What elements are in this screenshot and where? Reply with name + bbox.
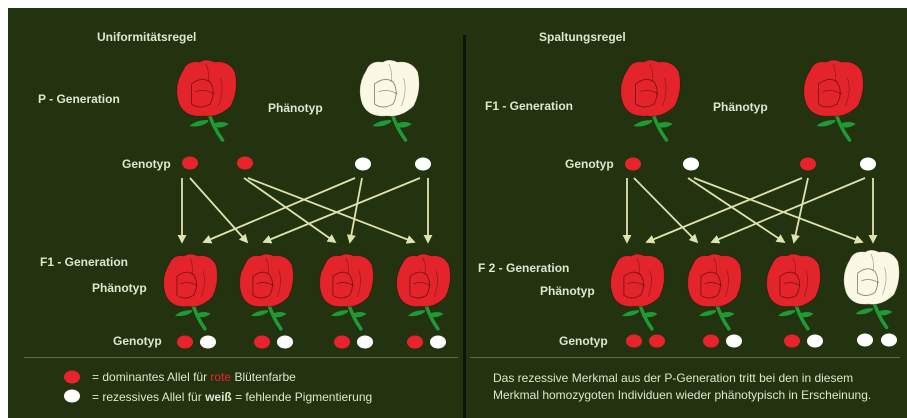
f2-genotype-3-red: [784, 335, 800, 348]
legend-white-word: weiß: [205, 390, 232, 404]
legend-red-allele: = dominantes Allel für rote Blütenfarbe: [92, 370, 296, 384]
legend-red-word: rote: [210, 370, 231, 384]
explanation-line-2: Merkmal homozygoten Individuen wieder ph…: [493, 387, 871, 404]
cross2-arrow-2: [634, 178, 697, 242]
f1-parent-flower-1: [621, 60, 681, 140]
left-parent-generation-label: P - Generation: [38, 92, 120, 106]
f1-genotype-4-white: [430, 336, 446, 349]
right-parent-genotype-label: Genotyp: [565, 157, 614, 171]
panel-divider: [463, 35, 466, 418]
right-child-phenotype-label: Phänotyp: [540, 284, 595, 298]
f2-genotype-2-red: [703, 335, 719, 348]
f2-flower-4-white: [844, 250, 900, 327]
f1-genotype-2-white: [277, 336, 293, 349]
f1-genotype-4-red: [407, 336, 423, 349]
f1-flower-3: [320, 254, 374, 329]
right-title: Spaltungsregel: [539, 30, 626, 44]
f1-flower-2: [240, 254, 294, 329]
f1-genotype-1-white: [200, 336, 216, 349]
left-child-genotype-label: Genotyp: [113, 334, 162, 348]
right-footer-rule: [470, 357, 900, 358]
legend-white-prefix: = rezessives Allel für: [92, 390, 202, 404]
parent-allele-white-1: [355, 158, 371, 171]
parent-allele-red-2: [237, 157, 253, 170]
right-parent-generation-label: F1 - Generation: [485, 99, 573, 113]
legend-white-suffix: = fehlende Pigmentierung: [235, 390, 372, 404]
legend-white-allele: = rezessives Allel für weiß = fehlende P…: [92, 390, 372, 404]
f1-flower-1: [164, 254, 218, 329]
f2-genotype-4-white-b: [881, 334, 897, 347]
legend-red-dot: [64, 371, 80, 384]
parent-flower-red: [177, 60, 237, 140]
f1-parent-flower-2: [804, 60, 864, 140]
f2-genotype-3-white: [807, 335, 823, 348]
left-parent-phenotype-label: Phänotyp: [268, 101, 323, 115]
f1-genotype-3-red: [334, 336, 350, 349]
left-title: Uniformitätsregel: [97, 30, 196, 44]
left-child-generation-label: F1 - Generation: [40, 255, 128, 269]
cross-arrow-6: [350, 178, 362, 242]
explanation-line-1: Das rezessive Merkmal aus der P-Generati…: [493, 370, 853, 387]
right-child-generation-label: F 2 - Generation: [478, 261, 569, 275]
f2-flower-2: [688, 254, 742, 329]
f2-genotype-1-red-b: [649, 335, 665, 348]
f1-parent-allele-red-1: [625, 158, 641, 171]
left-footer-rule: [24, 357, 458, 358]
cross-arrow-7: [264, 178, 420, 242]
f1-genotype-2-red: [254, 336, 270, 349]
cross2-arrow-6: [794, 178, 808, 242]
f2-flower-3: [767, 254, 821, 329]
right-parent-phenotype-label: Phänotyp: [713, 100, 768, 114]
f2-genotype-4-white: [857, 334, 873, 347]
f2-genotype-1-red: [626, 335, 642, 348]
right-child-genotype-label: Genotyp: [559, 334, 608, 348]
f1-flower-4: [397, 254, 451, 329]
f1-genotype-1-red: [177, 336, 193, 349]
f1-parent-allele-red-2: [800, 158, 816, 171]
left-child-phenotype-label: Phänotyp: [92, 281, 147, 295]
legend-white-dot: [64, 390, 80, 403]
f2-genotype-2-white: [726, 335, 742, 348]
parent-allele-white-2: [415, 158, 431, 171]
left-parent-genotype-label: Genotyp: [122, 157, 171, 171]
parent-allele-red-1: [182, 157, 198, 170]
parent-flower-white: [360, 60, 420, 140]
legend-red-suffix: Blütenfarbe: [234, 370, 295, 384]
legend-red-prefix: = dominantes Allel für: [92, 370, 207, 384]
f1-parent-allele-white-1: [683, 158, 699, 171]
f1-genotype-3-white: [357, 336, 373, 349]
f1-parent-allele-white-2: [860, 158, 876, 171]
cross-arrow-2: [190, 178, 247, 242]
f2-flower-1: [611, 254, 665, 329]
